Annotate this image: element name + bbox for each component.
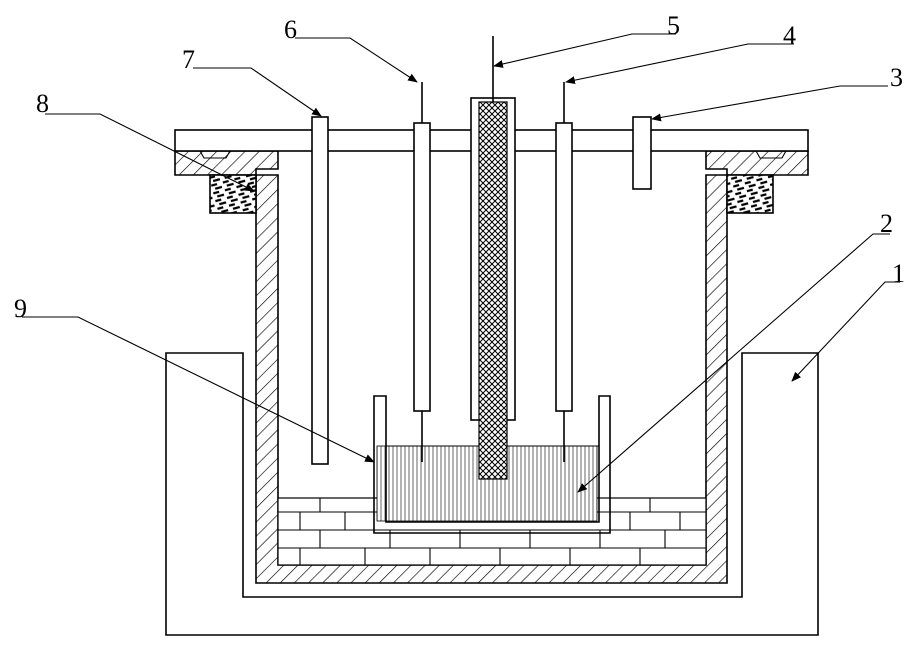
container-wall <box>255 174 728 584</box>
label-3: 3 <box>890 63 903 92</box>
electrode-6 <box>413 82 431 462</box>
outer-furnace <box>165 352 819 636</box>
label-5: 5 <box>667 11 680 40</box>
label-8: 8 <box>36 89 49 118</box>
central-electrode-5 <box>470 36 516 480</box>
seals <box>209 174 774 214</box>
tube-7 <box>311 116 329 465</box>
label-7: 7 <box>182 45 195 74</box>
tube-3 <box>632 116 652 190</box>
label-6: 6 <box>284 15 297 44</box>
label-1: 1 <box>892 259 905 288</box>
electrode-4 <box>555 82 573 462</box>
label-2: 2 <box>880 209 893 238</box>
part-labels: 1 2 3 4 5 6 7 8 9 <box>14 11 905 323</box>
label-9: 9 <box>14 294 27 323</box>
leader-lines <box>22 33 900 493</box>
label-4: 4 <box>783 21 796 50</box>
